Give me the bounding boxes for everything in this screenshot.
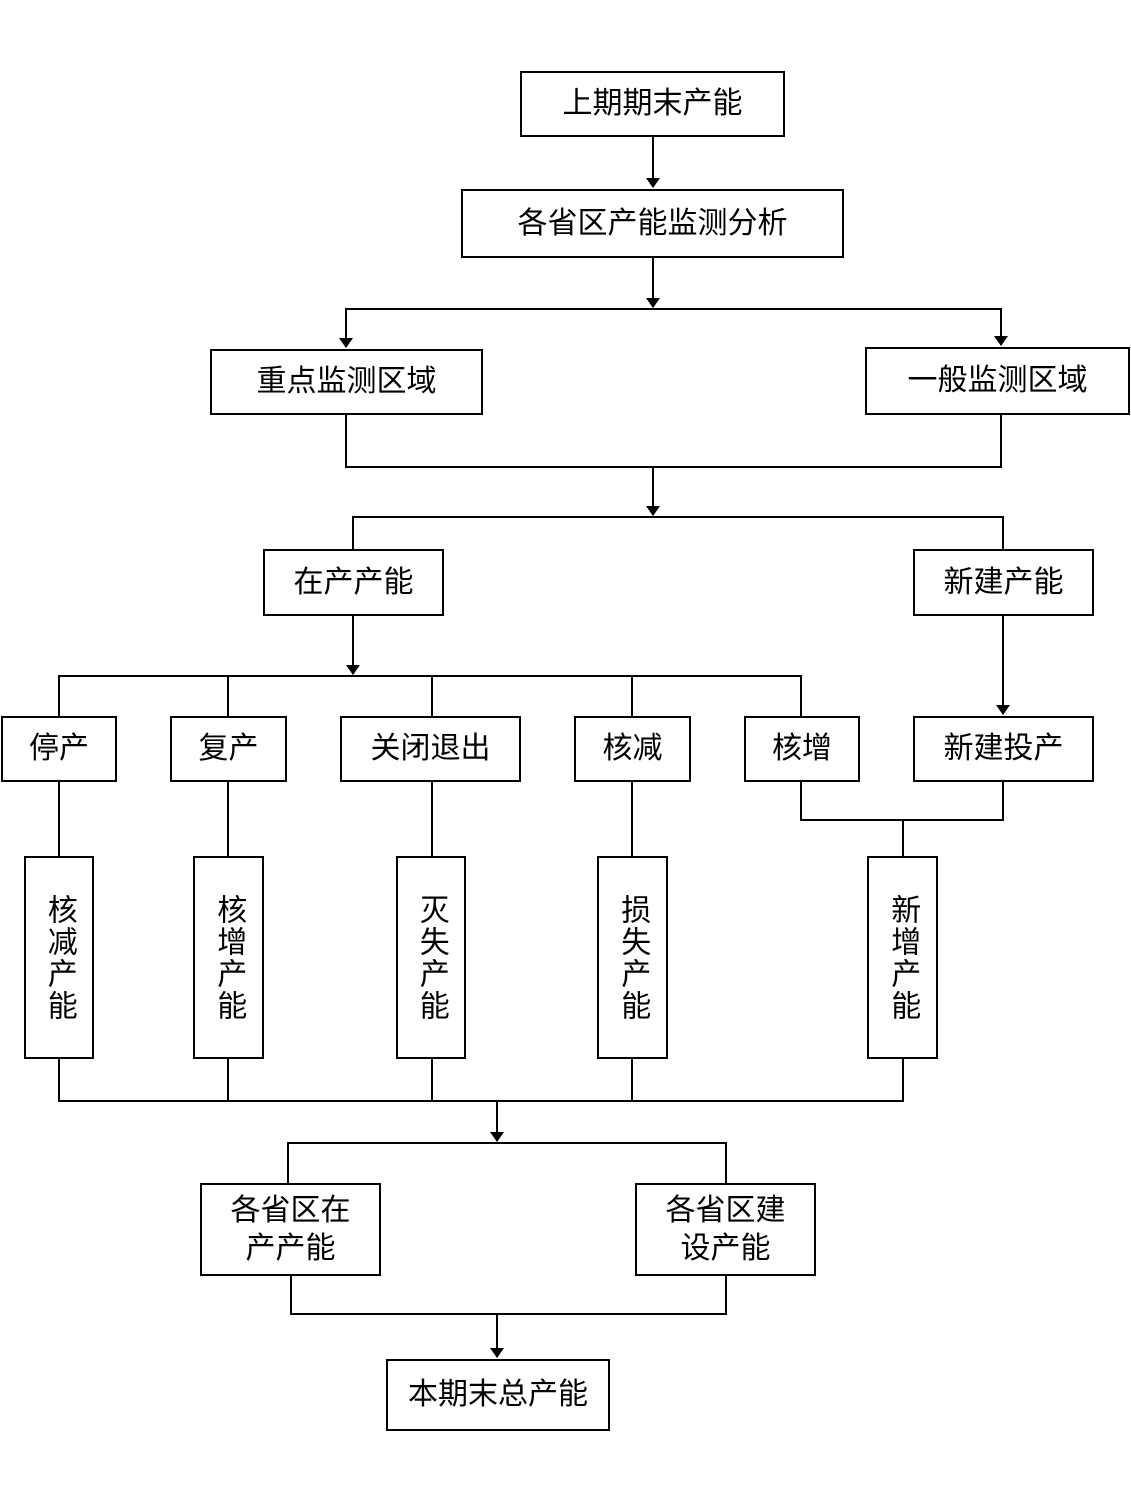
merge-increase-commission xyxy=(800,781,1004,821)
node-stop: 停产 xyxy=(1,716,117,782)
node-general-region: 一般监测区域 xyxy=(865,347,1130,415)
node-verified-increase: 核增 xyxy=(744,716,860,782)
node-key-region-label: 重点监测区域 xyxy=(256,364,437,400)
node-close-exit-label: 关闭退出 xyxy=(370,731,491,767)
node-province-construction: 各省区建 设产能 xyxy=(635,1183,816,1276)
merge-regions xyxy=(345,414,1002,468)
node-close-exit: 关闭退出 xyxy=(340,716,521,782)
merge-province xyxy=(290,1275,727,1315)
node-in-production-label: 在产产能 xyxy=(293,564,414,600)
node-verified-increase-label: 核增 xyxy=(772,731,832,767)
node-start-label: 上期期末产能 xyxy=(562,86,743,122)
branch-province xyxy=(287,1142,727,1183)
node-province-in-production-line1: 各省区在 xyxy=(230,1193,351,1228)
node-province-in-production: 各省区在 产产能 xyxy=(200,1183,381,1276)
node-new-commission: 新建投产 xyxy=(913,716,1094,782)
node-end-label: 本期末总产能 xyxy=(408,1377,588,1413)
node-added-capacity: 新增产能 xyxy=(867,856,938,1059)
node-lost-capacity-a: 灭失产能 xyxy=(396,856,466,1059)
node-province-construction-line1: 各省区建 xyxy=(665,1193,786,1228)
node-in-production: 在产产能 xyxy=(263,549,444,616)
node-start: 上期期末产能 xyxy=(520,71,785,137)
branch-to-general-region xyxy=(653,308,1008,346)
node-verified-reduce-label: 核减 xyxy=(602,731,663,767)
node-lost-capacity-a-label: 灭失产能 xyxy=(413,893,449,1022)
node-stop-label: 停产 xyxy=(29,731,89,767)
node-increase-capacity-label: 核增产能 xyxy=(211,893,247,1022)
branch-to-key-region xyxy=(339,308,653,348)
branch-categories xyxy=(58,675,802,716)
branch-production-build xyxy=(352,516,1004,549)
node-province-construction-line2: 设产能 xyxy=(680,1230,771,1266)
node-general-region-label: 一般监测区域 xyxy=(907,363,1088,399)
node-new-commission-label: 新建投产 xyxy=(943,731,1064,767)
node-lost-capacity-b-label: 损失产能 xyxy=(615,893,651,1022)
node-verified-reduce: 核减 xyxy=(574,716,691,782)
node-new-build: 新建产能 xyxy=(913,549,1094,616)
node-new-build-label: 新建产能 xyxy=(943,564,1064,600)
node-analysis-label: 各省区产能监测分析 xyxy=(517,205,788,241)
node-end: 本期末总产能 xyxy=(386,1359,610,1431)
node-province-in-production-line2: 产产能 xyxy=(245,1230,336,1266)
node-resume: 复产 xyxy=(170,716,287,782)
node-lost-capacity-b: 损失产能 xyxy=(597,856,668,1059)
node-resume-label: 复产 xyxy=(198,731,259,767)
node-reduce-capacity-label: 核减产能 xyxy=(41,893,77,1022)
node-added-capacity-label: 新增产能 xyxy=(885,893,921,1022)
node-analysis: 各省区产能监测分析 xyxy=(461,189,844,258)
merge-results xyxy=(58,1058,904,1102)
node-key-region: 重点监测区域 xyxy=(210,349,483,415)
node-reduce-capacity: 核减产能 xyxy=(24,856,94,1059)
node-increase-capacity: 核增产能 xyxy=(193,856,264,1059)
